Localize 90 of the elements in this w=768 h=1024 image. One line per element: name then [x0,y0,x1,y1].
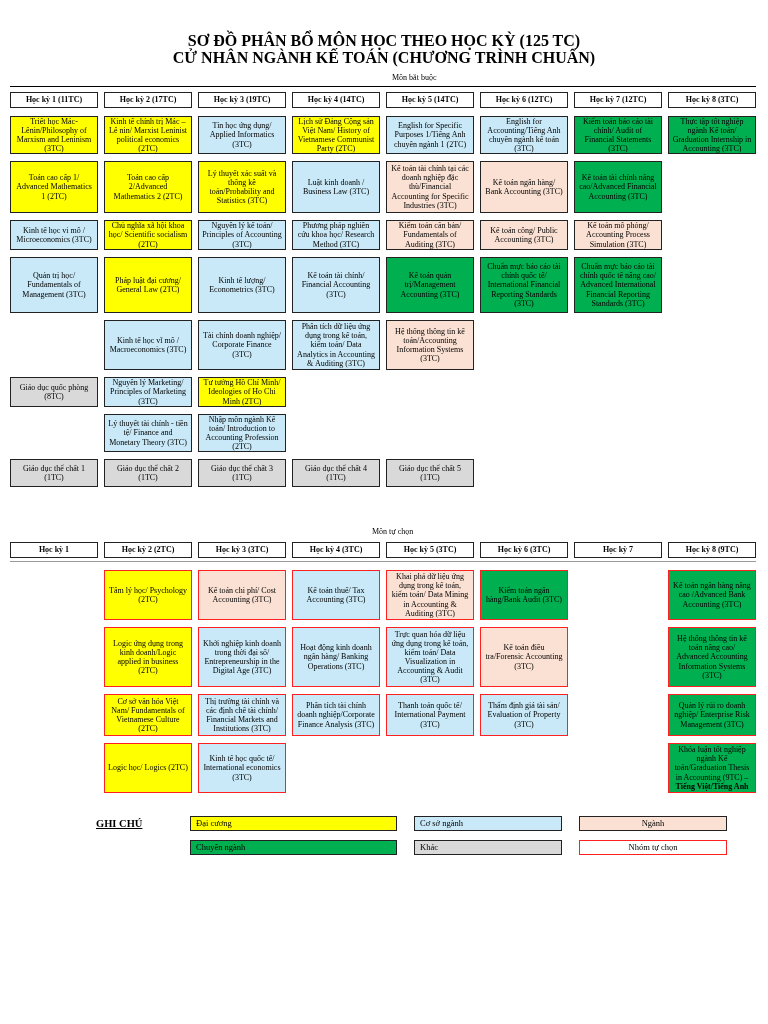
legend-item: Khác [414,840,562,855]
section-label: Môn bắt buộc [392,73,437,82]
course-box: Kiểm toán báo cáo tài chính/ Audit of Financial Statements (3TC) [574,116,662,154]
course-box: Kinh tế học quốc tế/ International economics (3TC) [198,743,286,793]
semester-header: Học kỳ 2 (17TC) [104,92,192,108]
course-box: Khởi nghiệp kinh doanh trong thời đại số/ Entrepreneurship in the Digital Age (3TC) [198,627,286,687]
semester-header: Học kỳ 2 (2TC) [104,542,192,558]
semester-header: Học kỳ 6 (3TC) [480,542,568,558]
course-box: Kế toán ngân hàng nâng cao /Advanced Bank Accounting (3TC) [668,570,756,620]
course-box: Hệ thống thông tin kế toán nâng cao/ Advanced Accounting Information Systems (3TC) [668,627,756,687]
semester-header: Học kỳ 3 (19TC) [198,92,286,108]
semester-header: Học kỳ 3 (3TC) [198,542,286,558]
course-box: Giáo dục thể chất 1 (1TC) [10,459,98,487]
course-box: Giáo dục thể chất 3 (1TC) [198,459,286,487]
course-box: Cơ sở văn hóa Việt Nam/ Fundamentals of Vietnamese Culture (2TC) [104,694,192,736]
section-label: Môn tự chọn [372,527,414,536]
course-box: Kiểm toán căn bản/ Fundamentals of Auditing (3TC) [386,220,474,250]
course-box: Phương pháp nghiên cứu khoa học/ Research Method (3TC) [292,220,380,250]
course-box: Giáo dục thể chất 2 (1TC) [104,459,192,487]
course-box: Kế toán điều tra/Forensic Accounting (3TC) [480,627,568,687]
semester-header: Học kỳ 7 [574,542,662,558]
legend-item: Nhóm tự chọn [579,840,727,855]
course-box: Kế toán mô phỏng/ Accounting Process Simulation (3TC) [574,220,662,250]
semester-header: Học kỳ 4 (3TC) [292,542,380,558]
course-box: Lý thuyết xác suất và thống kê toán/Probability and Statistics (3TC) [198,161,286,213]
course-box: Pháp luật đại cương/ General Law (2TC) [104,257,192,313]
course-box: Kế toán thuế/ Tax Accounting (3TC) [292,570,380,620]
semester-header: Học kỳ 8 (3TC) [668,92,756,108]
semester-header: Học kỳ 1 [10,542,98,558]
semester-header: Học kỳ 6 (12TC) [480,92,568,108]
semester-header: Học kỳ 8 (9TC) [668,542,756,558]
course-box: Nhập môn ngành Kế toán/ Introduction to Accounting Profession (2TC) [198,414,286,452]
course-box: Hoạt động kinh doanh ngân hàng/ Banking Operations (3TC) [292,627,380,687]
course-box: Kiểm toán ngân hàng/Bank Audit (3TC) [480,570,568,620]
semester-header: Học kỳ 5 (14TC) [386,92,474,108]
course-box: English for Specific Purposes 1/Tiếng Anh chuyên ngành 1 (2TC) [386,116,474,154]
course-box: Kinh tế học vi mô / Microeconomics (3TC) [10,220,98,250]
course-box: Tư tưởng Hồ Chí Minh/ Ideologies of Ho Chi Minh (2TC) [198,377,286,407]
legend-item: Ngành [579,816,727,831]
course-box: Nguyên lý kế toán/ Principles of Accounting (3TC) [198,220,286,250]
course-box: Kinh tế học vĩ mô / Macroeconomics (3TC) [104,320,192,370]
course-box: Logic ứng dụng trong kinh doanh/Logic applied in business (2TC) [104,627,192,687]
course-box: Chuẩn mực báo cáo tài chính quốc tế nâng cao/ Advanced International Financial Reporting Standards (3TC) [574,257,662,313]
course-box: Hệ thống thông tin kế toán/Accounting Information Systems (3TC) [386,320,474,370]
course-box: Toán cao cấp 2/Advanced Mathematics 2 (2TC) [104,161,192,213]
course-box: Giáo dục thể chất 5 (1TC) [386,459,474,487]
course-box: Tài chính doanh nghiệp/ Corporate Finance (3TC) [198,320,286,370]
semester-header: Học kỳ 1 (11TC) [10,92,98,108]
course-box: Chuẩn mực báo cáo tài chính quốc tế/ International Financial Reporting Standards (3TC) [480,257,568,313]
course-box: Tin học ứng dụng/ Applied Informatics (3TC) [198,116,286,154]
course-box: Khóa luận tốt nghiệp ngành Kế toán/Graduation Thesis in Accounting (9TC) – Tiếng Việt/Tiếng Anh [668,743,756,793]
course-box: Kế toán quản trị/Management Accounting (3TC) [386,257,474,313]
semester-header: Học kỳ 7 (12TC) [574,92,662,108]
legend-item: Chuyên ngành [190,840,397,855]
course-box: English for Accounting/Tiếng Anh chuyên ngành kế toán (3TC) [480,116,568,154]
course-box: Giáo dục quốc phòng (8TC) [10,377,98,407]
course-box: Kế toán tài chính nâng cao/Advanced Financial Accounting (3TC) [574,161,662,213]
course-box: Kế toán công/ Public Accounting (3TC) [480,220,568,250]
legend-item: Đại cương [190,816,397,831]
course-box: Luật kinh doanh / Business Law (3TC) [292,161,380,213]
course-box: Triết học Mác-Lênin/Philosophy of Marxism and Leninism (3TC) [10,116,98,154]
course-box: Kế toán tài chính/ Financial Accounting (3TC) [292,257,380,313]
course-box: Giáo dục thể chất 4 (1TC) [292,459,380,487]
course-box: Thanh toán quốc tế/ International Payment (3TC) [386,694,474,736]
course-box: Kế toán chi phí/ Cost Accounting (3TC) [198,570,286,620]
course-box: Toán cao cấp 1/ Advanced Mathematics 1 (2TC) [10,161,98,213]
course-box: Thị trường tài chính và các định chế tài chính/ Financial Markets and Institutions (3TC) [198,694,286,736]
course-box: Trực quan hóa dữ liệu ứng dụng trong kế toán, kiểm toán/ Data Visualization in Accounting & Audit (3TC) [386,627,474,687]
course-box: Khai phá dữ liệu ứng dụng trong kế toán, kiểm toán/ Data Mining in Accounting & Auditing (3TC) [386,570,474,620]
legend-heading: GHI CHÚ [96,818,143,829]
semester-header: Học kỳ 4 (14TC) [292,92,380,108]
course-box: Quản trị học/ Fundamentals of Management (3TC) [10,257,98,313]
semester-header: Học kỳ 5 (3TC) [386,542,474,558]
course-box: Tâm lý học/ Psychology (2TC) [104,570,192,620]
course-box: Phân tích tài chính doanh nghiệp/Corporate Finance Analysis (3TC) [292,694,380,736]
course-box: Logic học/ Logics (2TC) [104,743,192,793]
course-box: Kế toán ngân hàng/ Bank Accounting (3TC) [480,161,568,213]
course-box: Quản lý rủi ro doanh nghiệp/ Enterprise Risk Management (3TC) [668,694,756,736]
course-box: Chủ nghĩa xã hội khoa học/ Scientific socialism (2TC) [104,220,192,250]
course-box: Nguyên lý Marketing/ Principles of Marketing (3TC) [104,377,192,407]
course-box: Thẩm định giá tài sản/ Evaluation of Property (3TC) [480,694,568,736]
course-box: Lý thuyết tài chính - tiền tệ/ Finance and Monetary Theory (3TC) [104,414,192,452]
legend-item: Cơ sở ngành [414,816,562,831]
title: SƠ ĐỒ PHÂN BỔ MÔN HỌC THEO HỌC KỲ (125 TC) CỬ NHÂN NGÀNH KẾ TOÁN (CHƯƠNG TRÌNH CHUẨN) [171,32,597,66]
course-box: Lịch sử Đảng Cộng sản Việt Nam/ History of Vietnamese Communist Party (2TC) [292,116,380,154]
course-box: Kế toán tài chính tại các doanh nghiệp đặc thù/Financial Accounting for Specific Industries (3TC) [386,161,474,213]
course-box: Thực tập tốt nghiệp ngành Kế toán/ Graduation Internship in Accounting (3TC) [668,116,756,154]
course-box: Phân tích dữ liệu ứng dụng trong kế toán, kiểm toán/ Data Analytics in Accounting & Auditing (3TC) [292,320,380,370]
course-box: Kinh tế chính trị Mác – Lê nin/ Marxist Leninist political economics (2TC) [104,116,192,154]
course-box: Kinh tế lượng/ Econometrics (3TC) [198,257,286,313]
